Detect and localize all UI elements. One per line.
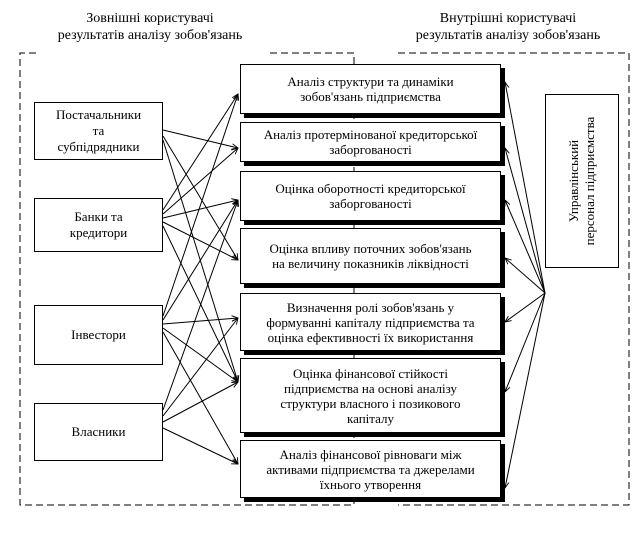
analysis-3-line1: Оцінка впливу поточних зобов'язань [269, 241, 472, 256]
analysis-3-line2: на величину показників ліквідності [272, 256, 469, 271]
external-user-investors: Інвестори [34, 305, 163, 365]
external-users-header: Зовнішні користувачі результатів аналізу… [30, 10, 270, 44]
analysis-6-line1: Аналіз фінансової рівноваги між [279, 446, 462, 462]
suppliers-line3: субпідрядники [57, 139, 140, 154]
analysis-6-line3: їхнього утворення [319, 476, 422, 492]
internal-users-frame [398, 52, 630, 506]
analysis-capital-role: Визначення ролі зобов'язань у формуванні… [240, 293, 501, 351]
analysis-4-line2: формуванні капіталу підприємства та [266, 314, 475, 330]
internal-header-line1: Внутрішні користувачі [439, 11, 577, 26]
analysis-structure-dynamics: Аналіз структури та динаміки зобов'язань… [240, 64, 501, 114]
analysis-4-line1: Визначення ролі зобов'язань у [286, 299, 455, 315]
management-line1: Управлінський [566, 139, 581, 223]
analysis-liquidity-impact: Оцінка впливу поточних зобов'язань на ве… [240, 228, 501, 284]
banks-line1: Банки та [74, 209, 123, 224]
analysis-payables-turnover: Оцінка оборотності кредиторської заборго… [240, 171, 501, 221]
analysis-2-line2: заборгованості [329, 196, 412, 211]
analysis-1-line1: Аналіз протермінованої кредиторської [263, 127, 478, 142]
analysis-overdue-payables: Аналіз протермінованої кредиторської заб… [240, 122, 501, 162]
management-line2: персонал підприємства [582, 116, 597, 246]
analysis-0-line2: зобов'язань підприємства [300, 89, 441, 104]
external-user-banks: Банки та кредитори [34, 198, 163, 252]
suppliers-line1: Постачальники [55, 107, 142, 122]
external-header-line2: результатів аналізу зобов'язань [57, 28, 243, 43]
analysis-financial-stability: Оцінка фінансової стійкості підприємства… [240, 358, 501, 433]
analysis-4-line3: оцінка ефективності їх використання [267, 329, 474, 345]
analysis-5-line3: структури власного і позикового [280, 395, 461, 411]
analysis-0-line1: Аналіз структури та динаміки [287, 74, 454, 89]
banks-line2: кредитори [69, 225, 128, 240]
external-user-owners: Власники [34, 403, 163, 461]
internal-header-line2: результатів аналізу зобов'язань [415, 28, 601, 43]
investors-line1: Інвестори [71, 327, 126, 342]
internal-users-header: Внутрішні користувачі результатів аналіз… [386, 10, 630, 44]
external-header-line1: Зовнішні користувачі [86, 11, 214, 26]
external-user-suppliers: Постачальники та субпідрядники [34, 102, 163, 160]
analysis-6-line2: активами підприємства та джерелами [266, 461, 475, 477]
analysis-5-line2: підприємства на основі аналізу [284, 380, 457, 396]
analysis-2-line1: Оцінка оборотності кредиторської [275, 181, 466, 196]
analysis-5-line1: Оцінка фінансової стійкості [292, 365, 448, 381]
analysis-financial-equilibrium: Аналіз фінансової рівноваги між активами… [240, 440, 501, 498]
analysis-1-line2: заборгованості [329, 142, 412, 157]
suppliers-line2: та [92, 123, 105, 138]
internal-user-management: Управлінський персонал підприємства [545, 94, 619, 268]
analysis-5-line4: капіталу [346, 410, 394, 426]
external-users-frame [19, 52, 355, 506]
owners-line1: Власники [71, 424, 126, 439]
